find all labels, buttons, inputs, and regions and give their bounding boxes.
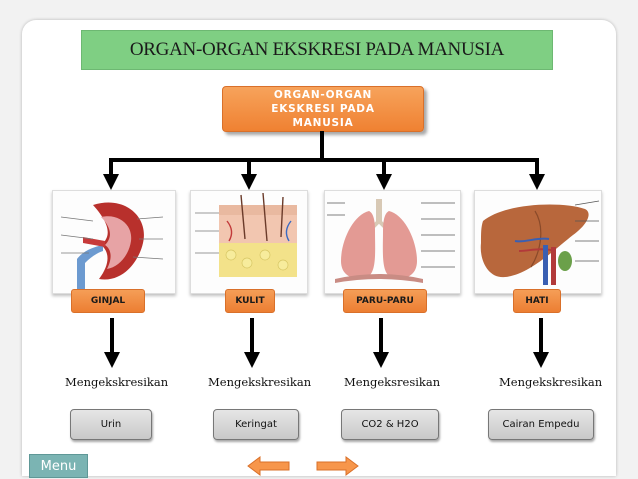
label-ginjal-text: GINJAL — [90, 296, 126, 306]
title-banner: ORGAN-ORGAN EKSKRESI PADA MANUSIA — [81, 30, 553, 70]
lungs-image — [324, 190, 461, 294]
desc-paru-paru: Mengeksresikan — [344, 375, 441, 389]
result-urin: Urin — [70, 409, 152, 440]
label-paru-paru: PARU-PARU — [343, 289, 427, 313]
arrow-left-icon[interactable] — [246, 455, 292, 477]
skin-image — [190, 190, 308, 294]
label-ginjal: GINJAL — [71, 289, 145, 313]
result-cairan-empedu-text: Cairan Empedu — [502, 419, 580, 430]
desc-ginjal: Mengekskresikan — [65, 375, 169, 389]
label-kulit-text: KULIT — [235, 296, 265, 306]
root-node-label: ORGAN-ORGAN EKSKRESI PADA MANUSIA — [271, 89, 375, 129]
result-urin-text: Urin — [100, 419, 122, 430]
kidney-image — [52, 190, 176, 294]
skin-cross-section-icon — [195, 192, 297, 277]
result-keringat-text: Keringat — [235, 419, 277, 430]
liver-diagram-icon — [480, 200, 600, 285]
lungs-diagram-icon — [327, 199, 455, 283]
label-paru-paru-text: PARU-PARU — [356, 296, 414, 306]
label-hati-text: HATI — [525, 296, 549, 306]
result-co2-h2o: CO2 & H2O — [341, 409, 439, 440]
result-keringat: Keringat — [213, 409, 299, 440]
page-title: ORGAN-ORGAN EKSKRESI PADA MANUSIA — [129, 39, 505, 60]
liver-image — [474, 190, 602, 294]
result-cairan-empedu: Cairan Empedu — [488, 409, 594, 440]
label-kulit: KULIT — [225, 289, 275, 313]
label-hati: HATI — [513, 289, 561, 313]
kidney-diagram-icon — [60, 202, 164, 291]
result-co2-h2o-text: CO2 & H2O — [361, 419, 419, 430]
desc-hati: Mengekskresikan — [499, 375, 603, 389]
desc-kulit: Mengekskresikan — [208, 375, 312, 389]
menu-button-label: Menu — [40, 458, 77, 474]
menu-button[interactable]: Menu — [29, 454, 88, 478]
arrow-right-icon[interactable] — [314, 455, 360, 477]
root-node: ORGAN-ORGAN EKSKRESI PADA MANUSIA — [222, 86, 424, 132]
